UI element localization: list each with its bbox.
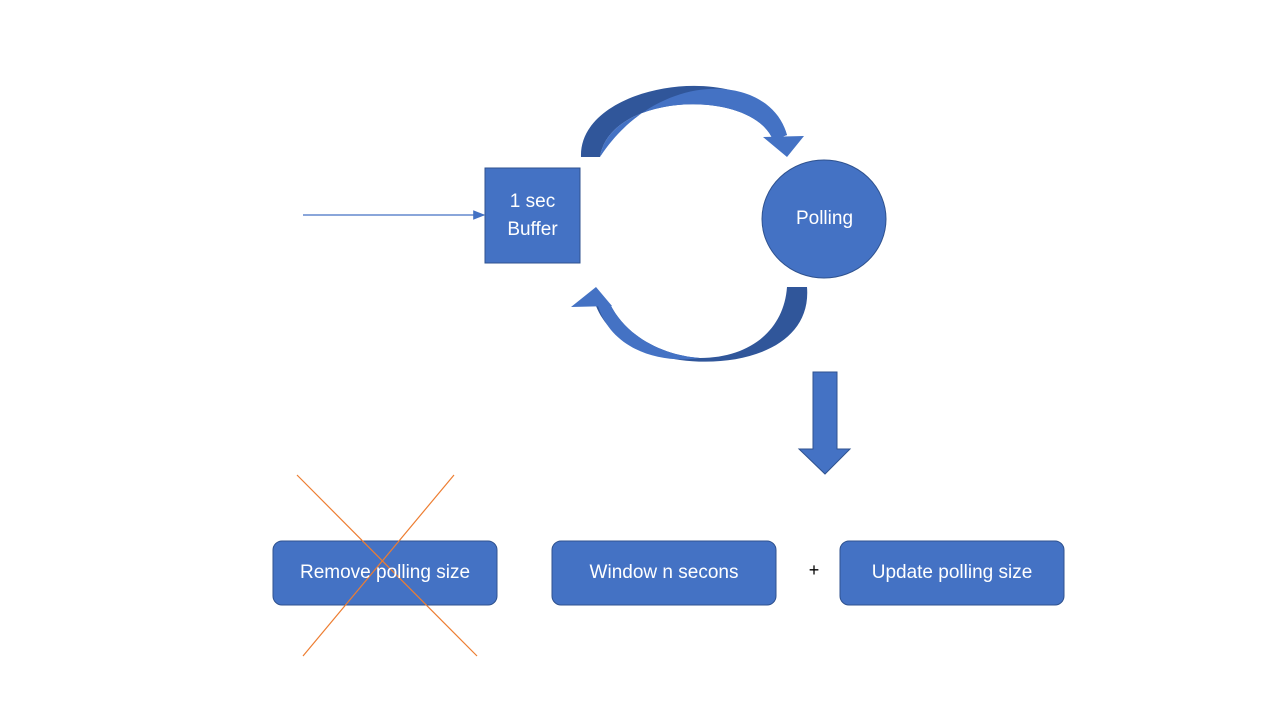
- buffer-box: [484, 167, 581, 264]
- down-arrow: [797, 371, 852, 475]
- buffer-label-line1: 1 sec: [509, 190, 556, 212]
- polling-circle: [761, 159, 887, 279]
- curved-arrow-bottom: [571, 287, 808, 362]
- plus-operator: +: [808, 560, 820, 580]
- polling-label: Polling: [795, 208, 854, 229]
- remove-polling-label: Remove polling size: [299, 562, 471, 583]
- update-polling-label: Update polling size: [871, 562, 1033, 583]
- window-label: Window n secons: [589, 562, 739, 583]
- update-polling-box: [839, 540, 1065, 606]
- window-box: [551, 540, 777, 606]
- remove-polling-box: [272, 540, 498, 606]
- buffer-label: 1 sec Buffer: [485, 168, 580, 263]
- curved-arrow-top: [580, 85, 804, 157]
- cross-out-mark: [296, 474, 478, 657]
- buffer-label-line2: Buffer: [507, 218, 558, 240]
